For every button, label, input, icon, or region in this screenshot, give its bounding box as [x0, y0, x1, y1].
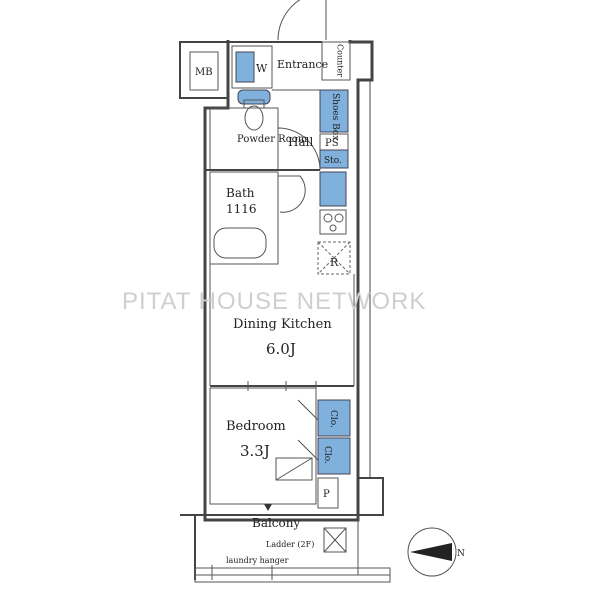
w-fixture [235, 51, 255, 83]
refrigerator-space [317, 241, 351, 275]
ladder-label: Ladder (2F) [266, 540, 314, 549]
bedroom-door [297, 399, 319, 461]
mb-box [179, 41, 229, 99]
balcony-marker [264, 504, 272, 511]
burner-1 [323, 213, 333, 223]
bedroom-walls [209, 387, 317, 505]
compass-ring [407, 527, 457, 577]
balcony-label: Balcony [252, 516, 300, 530]
sto-label: Sto. [324, 156, 342, 166]
w-label: W [256, 62, 268, 75]
p-label: P [323, 489, 330, 500]
bathtub [213, 227, 267, 259]
laundry-hanger-label: laundry hanger [226, 556, 289, 565]
closet-2-label: Clo. [322, 446, 332, 464]
burner-3 [329, 224, 337, 232]
shoes-box-shape [319, 89, 349, 133]
w-closet [231, 45, 273, 89]
bedroom-label: Bedroom [226, 419, 286, 434]
counter-label: Counter [336, 44, 345, 77]
bedroom-window-bar [275, 457, 313, 481]
powder-room-door [277, 127, 321, 171]
shoes-box-label: Shoes Box [330, 93, 340, 140]
compass-arrow-icon [410, 543, 452, 561]
right-shaft-wall [357, 80, 384, 516]
ladder-cross-2 [323, 527, 347, 553]
bath-door [278, 175, 306, 213]
dining-kitchen-size: 6.0J [266, 340, 296, 358]
mb-label: MB [195, 67, 213, 78]
watermark: PITAT HOUSE NETWORK [122, 288, 426, 315]
closet-1-label: Clo. [328, 410, 338, 428]
bath-walls [209, 171, 279, 265]
washbasin [237, 89, 271, 105]
window-diagonal [275, 457, 313, 481]
fridge-cross-2 [317, 241, 351, 275]
closet-1 [317, 399, 351, 437]
burner-2 [334, 213, 344, 223]
ps-label: PS [325, 138, 339, 149]
entrance-label: Entrance [277, 58, 328, 71]
stove [319, 209, 347, 235]
counter-box [321, 41, 351, 81]
closet-2 [317, 437, 351, 475]
compass-n-label: N [457, 549, 465, 559]
dining-kitchen-label: Dining Kitchen [233, 317, 332, 332]
bedroom-size: 3.3J [240, 442, 270, 460]
sink [319, 171, 347, 207]
powder-room-label: Powder Room [237, 134, 308, 145]
hall-label: Hall [288, 135, 313, 149]
ladder-box [323, 527, 347, 553]
bath-size-label: 1116 [226, 202, 257, 216]
mb-inner [189, 51, 219, 91]
toilet-tank [243, 99, 265, 109]
p-box [317, 477, 339, 509]
toilet-bowl [244, 105, 264, 131]
refrigerator-label: R [330, 256, 339, 269]
entrance-door-swing [277, 0, 327, 41]
sto-box [319, 149, 349, 169]
bath-label: Bath [226, 186, 255, 200]
